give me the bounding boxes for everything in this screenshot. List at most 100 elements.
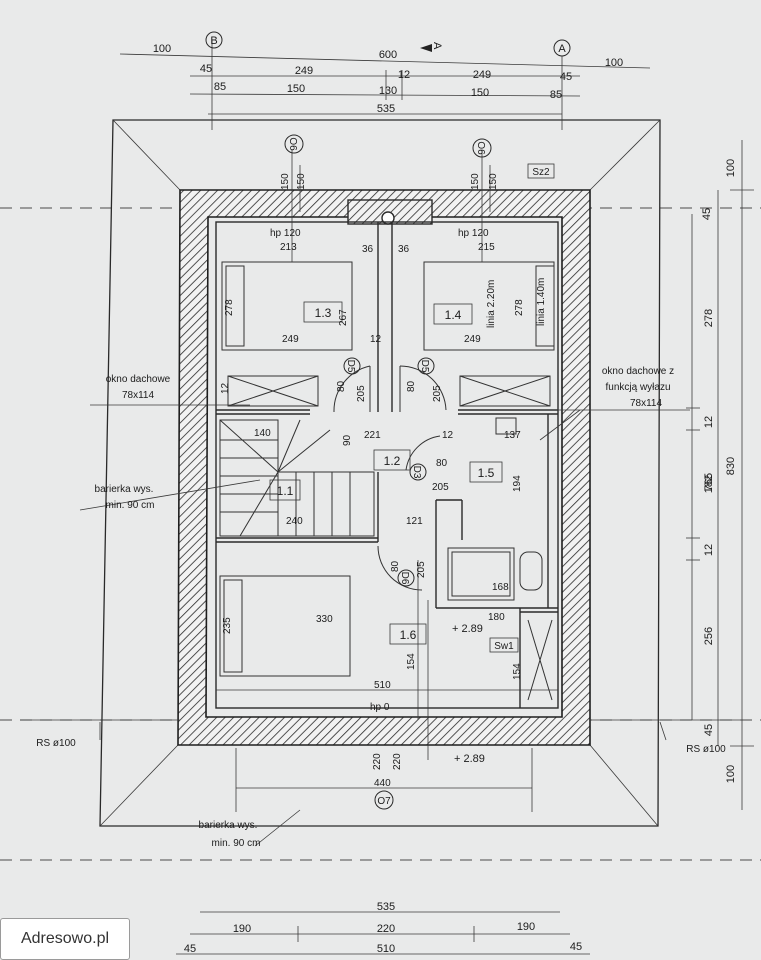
label-hp-right: hp 120 (458, 228, 489, 239)
dim-text: 150 (470, 173, 481, 190)
dim-text: 12 (442, 430, 454, 441)
label-line-220: linia 2.20m (486, 280, 497, 328)
dim-text: 12 (370, 334, 382, 345)
door-marker-d5-right: D5 (419, 360, 430, 373)
dim-text: 182 (703, 475, 715, 493)
label-leaders (20, 404, 740, 847)
dim-text: 205 (416, 561, 427, 578)
dim-text: 85 (214, 81, 226, 93)
dim-text: 100 (725, 765, 737, 783)
room-1-1: 1.1 (277, 484, 294, 498)
label-roof-window-right-size: 78x114 (630, 398, 663, 409)
dim-text: 249 (464, 334, 481, 345)
dim-text: 12 (703, 544, 715, 556)
dim-text: 180 (488, 612, 505, 623)
dim-text: 440 (374, 778, 391, 789)
label-railing-1-height: min. 90 cm (106, 500, 155, 511)
window-marker-o7: O7 (377, 796, 391, 807)
dim-text: 278 (703, 309, 715, 327)
bed-icon (219, 575, 351, 677)
dim-text: 45 (570, 941, 582, 953)
label-level-lower: + 2.89 (454, 753, 485, 765)
label-roof-window-right-func: funkcją wyłazu (605, 382, 670, 393)
dim-text: 85 (550, 89, 562, 101)
door-swings (333, 365, 447, 591)
bottom-dimension-texts: 535 190 220 190 45 510 45 (184, 901, 582, 955)
dim-text: 150 (280, 173, 291, 190)
dim-text: 154 (406, 653, 417, 670)
dim-text: 36 (398, 244, 410, 255)
dim-text: 535 (377, 901, 395, 913)
dim-text: 190 (233, 923, 251, 935)
dim-text: 221 (364, 430, 381, 441)
annotations: hp 120 hp 120 hp 0 Sz2 Sw1 linia 2.20m l… (36, 163, 726, 849)
dim-text: 80 (406, 380, 417, 392)
dim-text: 249 (295, 65, 313, 77)
dim-text: 205 (356, 385, 367, 402)
interior-walls (215, 199, 559, 709)
room-1-6: 1.6 (400, 628, 417, 642)
dim-text: 278 (514, 299, 525, 316)
dim-text: 830 (725, 457, 737, 475)
dim-text: 765 (703, 473, 715, 491)
axis-b: B (210, 35, 217, 47)
dim-text: 256 (703, 627, 715, 645)
dim-text: 220 (392, 753, 403, 770)
section-mark: A (431, 42, 443, 50)
dim-text: 215 (478, 242, 495, 253)
dim-text: 150 (488, 173, 499, 190)
label-railing-1: barierka wys. (95, 484, 154, 495)
right-dimension-texts: 100 830 100 765 45 278 12 182 12 256 45 (701, 159, 737, 783)
dim-text: 249 (473, 69, 491, 81)
top-dimension-texts: 100 600 100 45 249 12 249 45 85 150 130 … (153, 43, 623, 115)
dim-text: 267 (338, 309, 349, 326)
window-marker-o6-right: O6 (475, 141, 486, 155)
dim-text: 90 (342, 434, 353, 446)
door-marker-d5-left: D5 (345, 360, 356, 373)
shower-icon (447, 547, 515, 601)
label-roof-window-left-size: 78x114 (122, 390, 155, 401)
dim-text: 220 (372, 753, 383, 770)
window-markers: O6 O6 O7 (284, 134, 492, 810)
dim-text: 12 (220, 382, 231, 394)
dim-text: 80 (390, 560, 401, 572)
label-rs-left: RS ø100 (36, 738, 76, 749)
outer-walls (177, 189, 591, 746)
dim-text: 45 (184, 943, 196, 955)
dim-text: 600 (379, 49, 397, 61)
dim-text: 190 (517, 921, 535, 933)
interior-dimension-texts: 150 150 150 150 213 215 36 36 278 267 24… (220, 173, 525, 789)
label-hp-zero: hp 0 (370, 702, 390, 713)
dim-text: 249 (282, 334, 299, 345)
top-dimension-lines (119, 40, 651, 130)
dim-text: 235 (222, 617, 233, 634)
room-1-2: 1.2 (384, 454, 401, 468)
dim-text: 80 (336, 380, 347, 392)
dim-text: 100 (725, 159, 737, 177)
room-numbers: 1.3 1.4 1.2 1.5 1.1 1.6 (269, 301, 503, 645)
window-marker-o6-left: O6 (287, 137, 298, 151)
label-line-140: linia 1.40m (536, 278, 547, 326)
dim-text: 150 (287, 83, 305, 95)
dim-text: 45 (703, 724, 715, 736)
dim-text: 154 (512, 663, 523, 680)
door-marker-d6: D6 (399, 572, 410, 585)
dim-text: 80 (436, 458, 448, 469)
room-1-5: 1.5 (478, 466, 495, 480)
label-level-upper: + 2.89 (452, 623, 483, 635)
label-roof-window-left: okno dachowe (106, 374, 171, 385)
dim-text: 130 (379, 85, 397, 97)
dim-text: 150 (296, 173, 307, 190)
dim-text: 121 (406, 516, 423, 527)
axis-a: A (558, 43, 566, 55)
watermark-badge[interactable]: Adresowo.pl (0, 918, 130, 960)
label-roof-window-right: okno dachowe z (602, 366, 674, 377)
dim-text: 213 (280, 242, 297, 253)
dim-text: 150 (471, 87, 489, 99)
dim-text: 240 (286, 516, 303, 527)
dim-text: 100 (153, 43, 171, 55)
toilet-icon (519, 551, 543, 591)
label-hp-left: hp 120 (270, 228, 301, 239)
dim-text: 220 (377, 923, 395, 935)
